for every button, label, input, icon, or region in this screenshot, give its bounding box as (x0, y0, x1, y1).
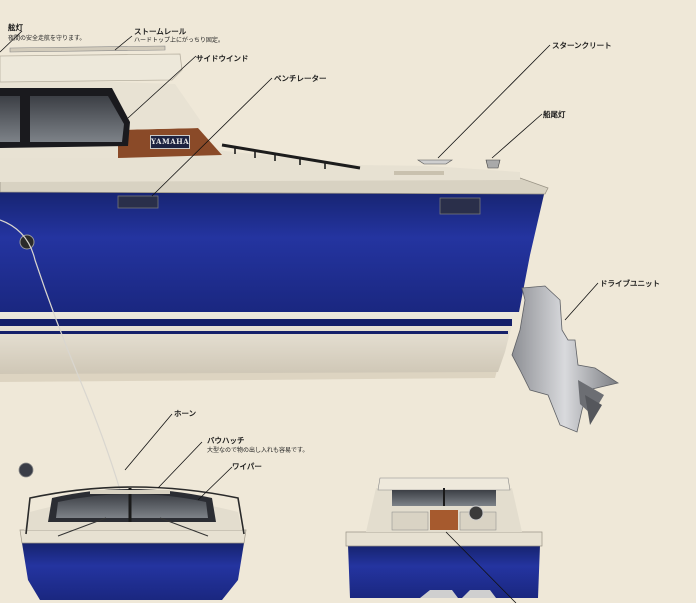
leader-horn (124, 413, 173, 471)
side-window-pane-1 (0, 96, 20, 142)
ventilator-left (117, 195, 159, 209)
leader-bow-hatch (157, 441, 203, 489)
hardtop (0, 53, 183, 83)
label-side-window: サイドウインド (196, 54, 249, 63)
label-navigation-light-desc: 夜間の安全走航を守ります。 (8, 35, 86, 42)
leader-storm-rail (114, 35, 133, 51)
decorative-bubble (18, 462, 34, 478)
leader-drive-unit (564, 282, 599, 321)
boat-side-view (0, 45, 549, 491)
label-stern-light: 船尾灯 (543, 110, 566, 119)
stern-cleat (417, 159, 453, 165)
deck-hatch (394, 171, 444, 175)
blue-hull (0, 188, 545, 312)
lower-hull (0, 312, 515, 374)
leader-lines (0, 30, 599, 603)
hull-stripe-bottom (0, 331, 508, 334)
label-bow-hatch: バウハッチ (207, 436, 245, 445)
boat-bow-view (19, 486, 247, 600)
label-ventilator: ベンチレーター (274, 74, 327, 83)
label-horn: ホーン (174, 409, 197, 418)
leader-stern-light (491, 113, 543, 159)
label-navigation-light: 舷灯 (8, 23, 23, 32)
cabin-deck (0, 150, 520, 182)
leader-stern-cleat (437, 44, 551, 159)
mooring-line (0, 219, 121, 491)
nav-light (19, 234, 35, 250)
yamaha-badge: YAMAHA (150, 135, 190, 149)
leader-navigation-light (0, 30, 23, 53)
ventilator-right (439, 197, 481, 215)
leader-wiper (197, 466, 233, 501)
leader-side-window (127, 55, 197, 119)
side-window-pane-2 (30, 96, 124, 142)
label-storm-rail: ストームレール (134, 27, 187, 36)
drive-unit (511, 285, 620, 433)
storm-rail (9, 45, 166, 53)
boat-stern-view (345, 477, 543, 598)
handrail-stanchions (234, 147, 326, 169)
label-wiper: ワイパー (232, 462, 262, 471)
label-bow-hatch-desc: 大型なので物の出し入れも容易です。 (207, 447, 309, 454)
hull-stripe-top (0, 319, 512, 326)
bow-rail (25, 486, 245, 535)
handrail (221, 143, 361, 170)
label-storm-rail-desc: ハードトップ上にがっちり固定。 (134, 37, 224, 44)
stern-light (485, 159, 501, 169)
label-drive-unit: ドライブユニット (600, 279, 660, 288)
leader-ventilator (151, 77, 273, 197)
leader-stern-cleat-rear (445, 531, 517, 603)
label-stern-cleat: スターンクリート (552, 41, 612, 50)
